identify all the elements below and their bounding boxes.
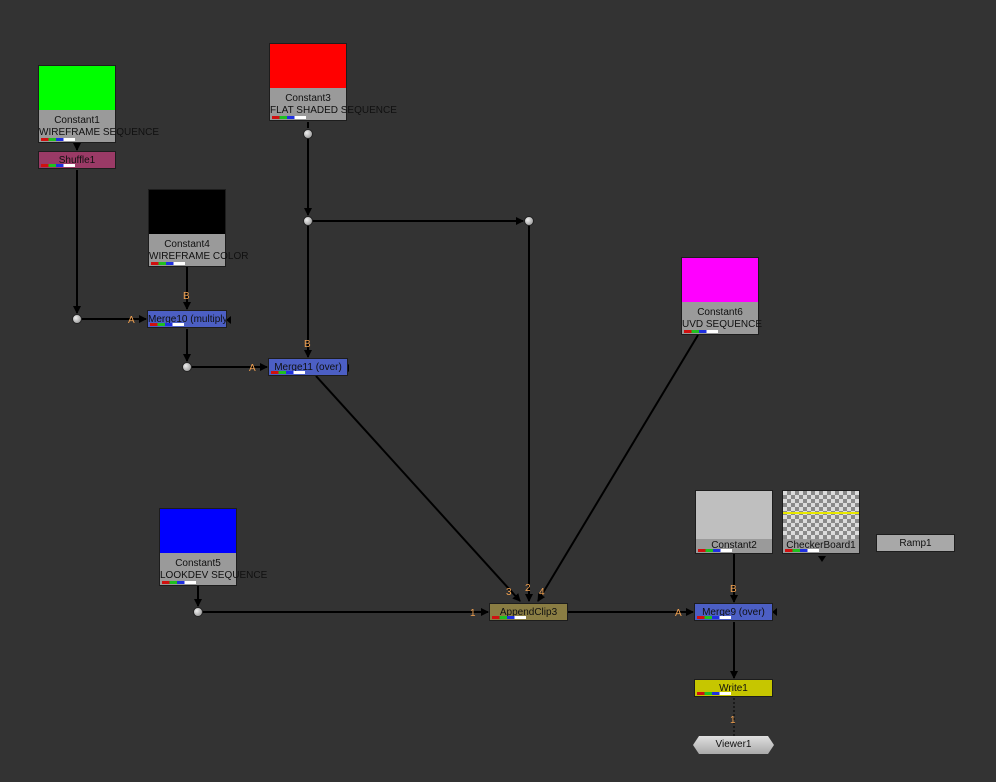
constant6-node[interactable]: Constant6 UVD SEQUENCE <box>681 257 763 335</box>
channel-indicator <box>492 616 526 619</box>
constant3-node[interactable]: Constant3 FLAT SHADED SEQUENCE <box>269 43 397 121</box>
merge9-input-a-label: A <box>675 608 682 619</box>
append-input-1-label: 1 <box>470 608 476 619</box>
constant3-thumbnail <box>270 44 346 88</box>
checkerboard-line <box>783 512 859 514</box>
edge-merge11-append-3[interactable] <box>315 375 521 602</box>
constant4-label: Constant4 <box>164 239 210 250</box>
constant1-thumbnail <box>39 66 115 110</box>
merge10-input-a-label: A <box>128 315 135 326</box>
constant6-label: Constant6 <box>697 307 743 318</box>
constant2-thumbnail <box>696 491 772 539</box>
constant5-thumbnail <box>160 509 236 553</box>
viewer1-label: Viewer1 <box>715 739 752 750</box>
merge10-mask-arrow-icon <box>226 316 231 324</box>
constant4-node[interactable]: Constant4 WIREFRAME COLOR <box>148 189 249 267</box>
constant1-sublabel: WIREFRAME SEQUENCE <box>39 127 160 138</box>
constant5-sublabel: LOOKDEV SEQUENCE <box>160 570 268 581</box>
constant3-label: Constant3 <box>285 93 331 104</box>
merge10-label: Merge10 (multiply) <box>148 314 227 325</box>
merge10-input-b-label: B <box>183 291 190 302</box>
merge9-input-b-label: B <box>730 584 737 595</box>
checkerboard-thumbnail <box>783 491 859 539</box>
constant1-node[interactable]: Constant1 WIREFRAME SEQUENCE <box>38 65 160 143</box>
dot-node[interactable] <box>303 129 313 139</box>
viewer-input-1-label: 1 <box>730 715 736 726</box>
constant6-thumbnail <box>682 258 758 302</box>
append-input-3-label: 3 <box>506 587 512 598</box>
ramp1-label: Ramp1 <box>899 538 932 549</box>
merge10-node[interactable]: Merge10 (multiply) <box>147 310 227 328</box>
checkerboard1-node[interactable]: CheckerBoard1 <box>782 490 860 554</box>
dot-node[interactable] <box>72 314 82 324</box>
merge11-input-b-label: B <box>304 339 311 350</box>
channel-indicator <box>785 549 819 552</box>
checkerboard-output-arrow-icon <box>818 556 826 562</box>
channel-indicator <box>162 581 196 584</box>
constant1-label: Constant1 <box>54 115 100 126</box>
merge9-mask-arrow-icon <box>772 608 777 616</box>
merge11-node[interactable]: Merge11 (over) <box>268 358 348 376</box>
channel-indicator <box>41 164 75 167</box>
constant4-sublabel: WIREFRAME COLOR <box>149 251 249 262</box>
constant6-sublabel: UVD SEQUENCE <box>682 319 763 330</box>
ramp1-node[interactable]: Ramp1 <box>876 534 955 552</box>
channel-indicator <box>684 330 718 333</box>
channel-indicator <box>41 138 75 141</box>
channel-indicator <box>698 549 732 552</box>
merge9-node[interactable]: Merge9 (over) <box>694 603 773 621</box>
merge11-label: Merge11 (over) <box>274 362 342 373</box>
merge9-label: Merge9 (over) <box>702 607 765 618</box>
viewer1-node[interactable]: Viewer1 <box>693 736 774 754</box>
dot-node[interactable] <box>303 216 313 226</box>
shuffle1-node[interactable]: Shuffle1 <box>38 151 116 169</box>
constant2-label: Constant2 <box>711 540 757 551</box>
merge11-input-a-label: A <box>249 363 256 374</box>
shuffle1-label: Shuffle1 <box>58 155 96 166</box>
checkerboard1-label: CheckerBoard1 <box>786 540 856 551</box>
dot-node[interactable] <box>182 362 192 372</box>
write1-node[interactable]: Write1 <box>694 679 773 697</box>
edge-constant6-append-4[interactable] <box>537 334 699 602</box>
channel-indicator <box>697 616 731 619</box>
channel-indicator <box>151 262 185 265</box>
channel-indicator <box>272 116 306 119</box>
append-input-4-label: 4 <box>539 587 545 598</box>
constant5-node[interactable]: Constant5 LOOKDEV SEQUENCE <box>159 508 268 586</box>
channel-indicator <box>271 371 305 374</box>
appendclip3-label: AppendClip3 <box>499 607 558 618</box>
channel-indicator <box>150 323 184 326</box>
constant4-thumbnail <box>149 190 225 234</box>
appendclip3-node[interactable]: AppendClip3 <box>489 603 568 621</box>
append-input-2-label: 2 <box>525 583 531 594</box>
constant5-label: Constant5 <box>175 558 221 569</box>
constant3-sublabel: FLAT SHADED SEQUENCE <box>270 105 397 116</box>
write1-label: Write1 <box>719 683 748 694</box>
dot-node[interactable] <box>193 607 203 617</box>
channel-indicator <box>697 692 731 695</box>
dot-node[interactable] <box>524 216 534 226</box>
constant2-node[interactable]: Constant2 <box>695 490 773 554</box>
